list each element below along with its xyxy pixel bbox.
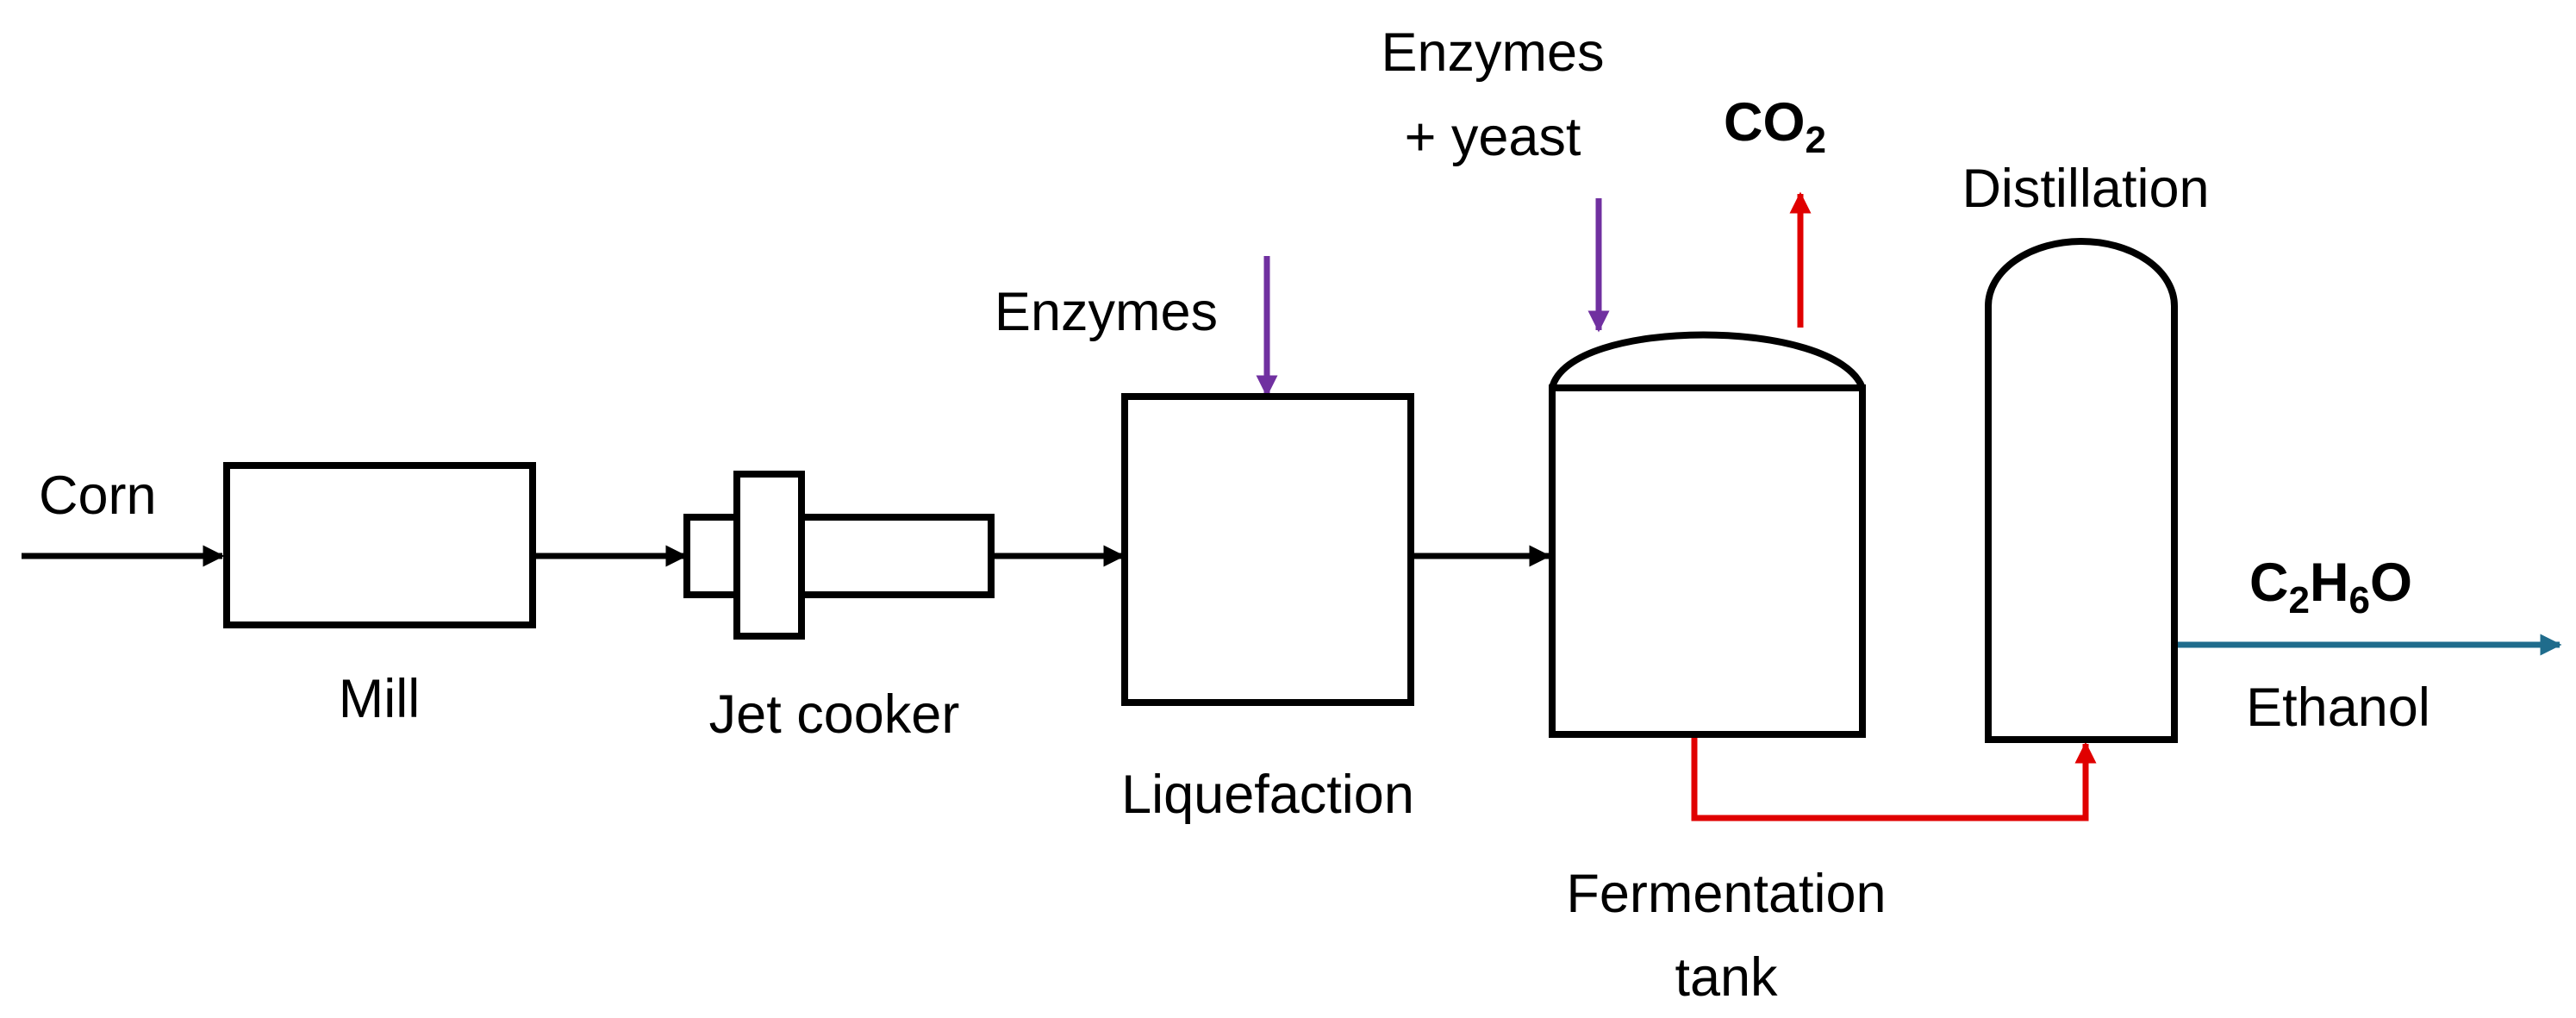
- enzymes-yeast-label-line1: Enzymes: [1381, 22, 1604, 83]
- liquefaction-label: Liquefaction: [1121, 765, 1414, 825]
- fermentation-tank: [1549, 331, 1866, 738]
- jet-cooker-label: Jet cooker: [709, 684, 960, 745]
- mill-unit: [223, 462, 536, 628]
- distillation-label: Distillation: [1962, 159, 2209, 219]
- mill-label: Mill: [339, 669, 420, 729]
- ethanol-label: Ethanol: [2246, 678, 2430, 738]
- liquefaction-tank: [1121, 393, 1414, 706]
- ethanol-formula-label: C2H6O: [2249, 553, 2412, 621]
- enzymes-yeast-label-line2: + yeast: [1405, 107, 1581, 167]
- fermentation-tank-label-line1: Fermentation: [1566, 864, 1886, 924]
- enzymes-label: Enzymes: [995, 282, 1218, 342]
- corn-label: Corn: [39, 465, 157, 526]
- distillation-column: [1985, 238, 2178, 743]
- fermentation-to-distillation-line: [1691, 734, 2097, 821]
- jet-cooker-unit: [683, 471, 995, 640]
- co2-label: CO2: [1724, 92, 1826, 161]
- fermentation-tank-label-line2: tank: [1675, 947, 1778, 1008]
